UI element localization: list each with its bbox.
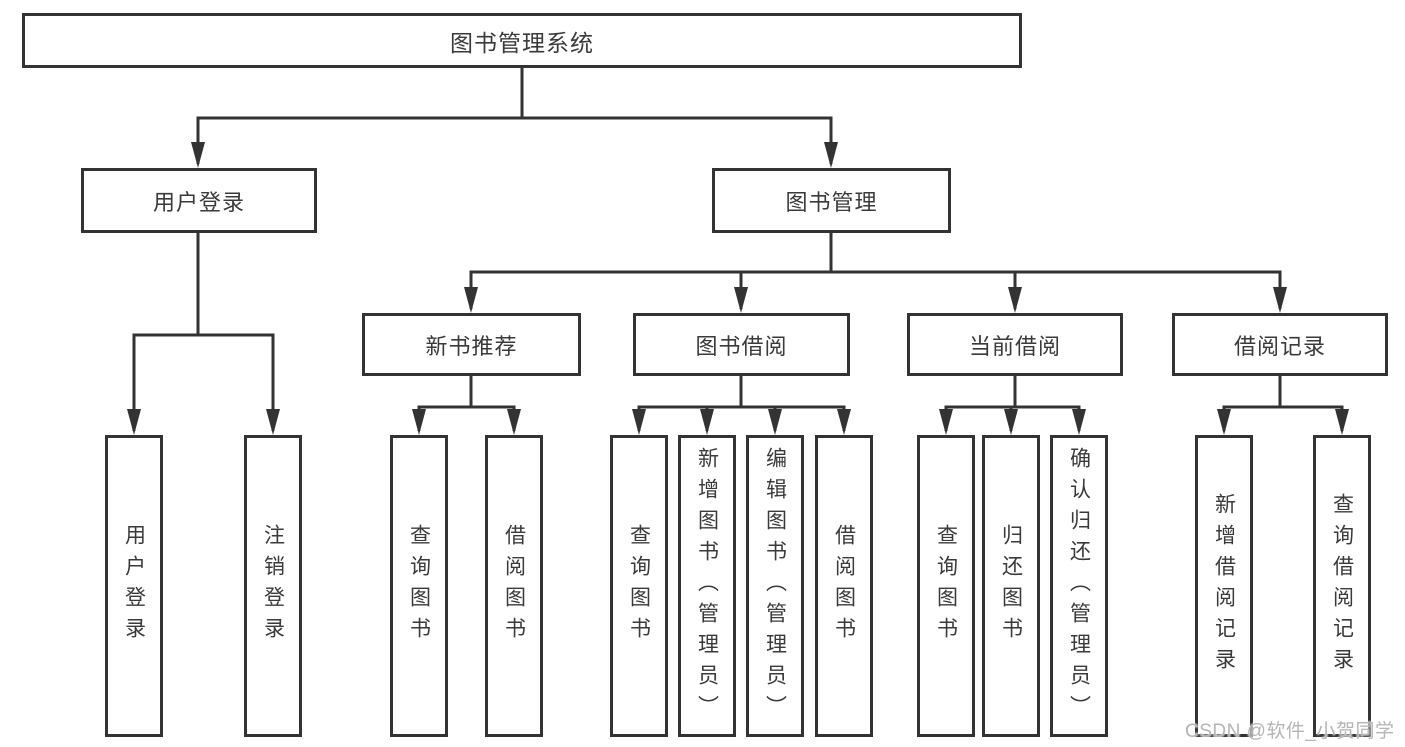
leaf-borrow-books-recommend-label: 借阅图书	[502, 524, 526, 648]
csdn-watermark: CSDN @软件_小贺同学	[1185, 721, 1395, 742]
leaf-confirm-return-admin-label: 确认归还（管理员）	[1067, 446, 1091, 726]
leaf-add-borrow-record: 新增借阅记录	[1195, 435, 1253, 737]
node-library-management-system: 图书管理系统	[22, 13, 1022, 68]
leaf-return-book-label: 归还图书	[999, 524, 1023, 648]
leaf-add-book-admin: 新增图书（管理员）	[678, 435, 736, 737]
leaf-edit-book-admin-label: 编辑图书（管理员）	[763, 446, 787, 726]
node-user-login: 用户登录	[81, 168, 317, 233]
node-current-borrow: 当前借阅	[907, 313, 1123, 376]
leaf-logout: 注销登录	[244, 435, 302, 737]
leaf-query-books-borrow-label: 查询图书	[627, 524, 651, 648]
node-borrow-records: 借阅记录	[1172, 313, 1388, 376]
leaf-query-books-recommend-label: 查询图书	[407, 524, 431, 648]
leaf-borrow-books-label: 借阅图书	[832, 524, 856, 648]
leaf-add-book-admin-label: 新增图书（管理员）	[695, 446, 719, 726]
leaf-query-books-current: 查询图书	[917, 435, 975, 737]
leaf-edit-book-admin: 编辑图书（管理员）	[746, 435, 804, 737]
leaf-logout-label: 注销登录	[261, 524, 285, 648]
leaf-borrow-books: 借阅图书	[815, 435, 873, 737]
node-book-borrow: 图书借阅	[633, 313, 850, 376]
leaf-query-borrow-record: 查询借阅记录	[1313, 435, 1371, 737]
node-book-management: 图书管理	[712, 168, 951, 233]
leaf-query-books-borrow: 查询图书	[610, 435, 668, 737]
leaf-borrow-books-recommend: 借阅图书	[485, 435, 543, 737]
leaf-add-borrow-record-label: 新增借阅记录	[1212, 493, 1236, 679]
leaf-confirm-return-admin: 确认归还（管理员）	[1050, 435, 1108, 737]
leaf-return-book: 归还图书	[982, 435, 1040, 737]
leaf-query-books-recommend: 查询图书	[390, 435, 448, 737]
node-new-book-recommend: 新书推荐	[362, 313, 581, 376]
leaf-user-login-label: 用户登录	[122, 524, 146, 648]
leaf-query-borrow-record-label: 查询借阅记录	[1330, 493, 1354, 679]
leaf-user-login: 用户登录	[105, 435, 163, 737]
leaf-query-books-current-label: 查询图书	[934, 524, 958, 648]
